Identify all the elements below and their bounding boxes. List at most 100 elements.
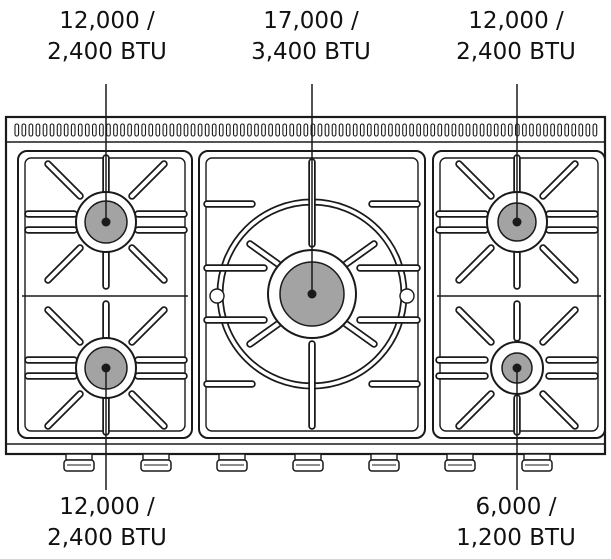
vent-slot (388, 123, 393, 137)
vent-slot (289, 123, 295, 137)
front-left-btu-high: 12,000 / (59, 494, 155, 520)
vent-slot (317, 123, 323, 137)
label-front-right-burner: 6,000 / 1,200 BTU (436, 492, 596, 554)
vent-slot (35, 123, 41, 137)
vent-slot (84, 123, 90, 137)
front-left-btu-low: 2,400 BTU (47, 525, 167, 551)
vent-slot (190, 123, 196, 137)
center-btu-high: 17,000 / (263, 8, 359, 34)
grate-finger-fill (541, 246, 577, 282)
vent-slot (204, 123, 210, 137)
vent-slot (70, 123, 76, 137)
grate-finger-fill (130, 246, 166, 282)
knob-collar (65, 453, 93, 461)
knob-collar (446, 453, 474, 461)
grate-finger-fill (130, 392, 166, 428)
vent-slot (211, 123, 217, 137)
grate-frame (432, 150, 606, 439)
knob-collar (142, 453, 170, 461)
label-rear-right-burner: 12,000 / 2,400 BTU (436, 6, 596, 68)
vent-slot (395, 123, 400, 137)
knob-collar (218, 453, 246, 461)
grate-finger-fill (541, 308, 577, 344)
grate-finger-fill (457, 392, 493, 428)
vent-slot (49, 123, 55, 137)
vent-slot (373, 123, 379, 137)
label-front-left-burner: 12,000 / 2,400 BTU (27, 492, 187, 554)
vent-slot (183, 123, 189, 137)
grate-finger-fill (457, 246, 493, 282)
vent-slot (233, 123, 238, 137)
rear-right-btu-high: 12,000 / (468, 8, 564, 34)
vent-slot (366, 123, 372, 137)
rear-right-btu-low: 2,400 BTU (456, 39, 576, 65)
grate-finger-fill (46, 308, 82, 344)
vent-slot (359, 123, 365, 137)
vent-slot (500, 123, 506, 137)
vent-slot (592, 123, 598, 137)
grate-finger-fill (344, 322, 376, 346)
center-btu-low: 3,400 BTU (251, 39, 371, 65)
vent-slot (63, 123, 69, 137)
grate-finger-fill (46, 392, 82, 428)
vent-slot (324, 123, 330, 137)
vent-slot (458, 123, 464, 137)
grate-foot (209, 288, 225, 304)
vent-slot (522, 123, 527, 137)
vent-slot (28, 123, 34, 137)
vent-slot (310, 123, 316, 137)
vent-slot (416, 123, 422, 137)
vent-slot (352, 123, 358, 137)
vent-slot (113, 123, 118, 137)
vent-slot (275, 123, 281, 137)
vent-slot (564, 123, 570, 137)
vent-slot (409, 123, 414, 137)
vent-slot (282, 123, 288, 137)
vent-slot (197, 123, 203, 137)
grate-finger-fill (46, 162, 82, 198)
grate-frame (17, 150, 193, 439)
vent-slot (550, 123, 555, 137)
vent-slot (99, 123, 104, 137)
vent-slot (585, 123, 591, 137)
vent-slot (571, 123, 577, 137)
vent-slot (479, 123, 485, 137)
vent-slot (402, 123, 407, 137)
vent-slot (92, 123, 97, 137)
vent-slot (176, 123, 182, 137)
front-right-btu-low: 1,200 BTU (456, 525, 576, 551)
rear-left-btu-high: 12,000 / (59, 8, 155, 34)
vent-slot (56, 123, 62, 137)
vent-slot (345, 123, 351, 137)
grate-finger-fill (248, 242, 280, 266)
vent-slot (444, 123, 450, 137)
vent-slot (261, 123, 266, 137)
vent-slot (338, 123, 344, 137)
vent-slot (134, 123, 140, 137)
vent-slot (21, 123, 27, 137)
front-right-btu-high: 6,000 / (475, 494, 557, 520)
rear-left-btu-low: 2,400 BTU (47, 39, 167, 65)
vent-slot (529, 123, 534, 137)
vent-slot (162, 123, 168, 137)
vent-slot (557, 123, 562, 137)
grate-finger-fill (457, 162, 493, 198)
vent-slot (536, 123, 541, 137)
vent-slot (225, 123, 231, 137)
vent-slot (268, 123, 273, 137)
vent-slot (486, 123, 492, 137)
vent-slot (148, 123, 154, 137)
vent-slot (240, 123, 245, 137)
vent-slot (423, 123, 429, 137)
vent-slot (465, 123, 471, 137)
vent-slot (141, 123, 147, 137)
vent-slot (77, 123, 83, 137)
vent-slot (507, 123, 513, 137)
label-rear-left-burner: 12,000 / 2,400 BTU (27, 6, 187, 68)
vent-slot (127, 123, 132, 137)
vent-slot (254, 123, 259, 137)
knob-collar (294, 453, 322, 461)
vent-slot (331, 123, 337, 137)
vent-slot (155, 123, 161, 137)
vent-slot (42, 123, 48, 137)
